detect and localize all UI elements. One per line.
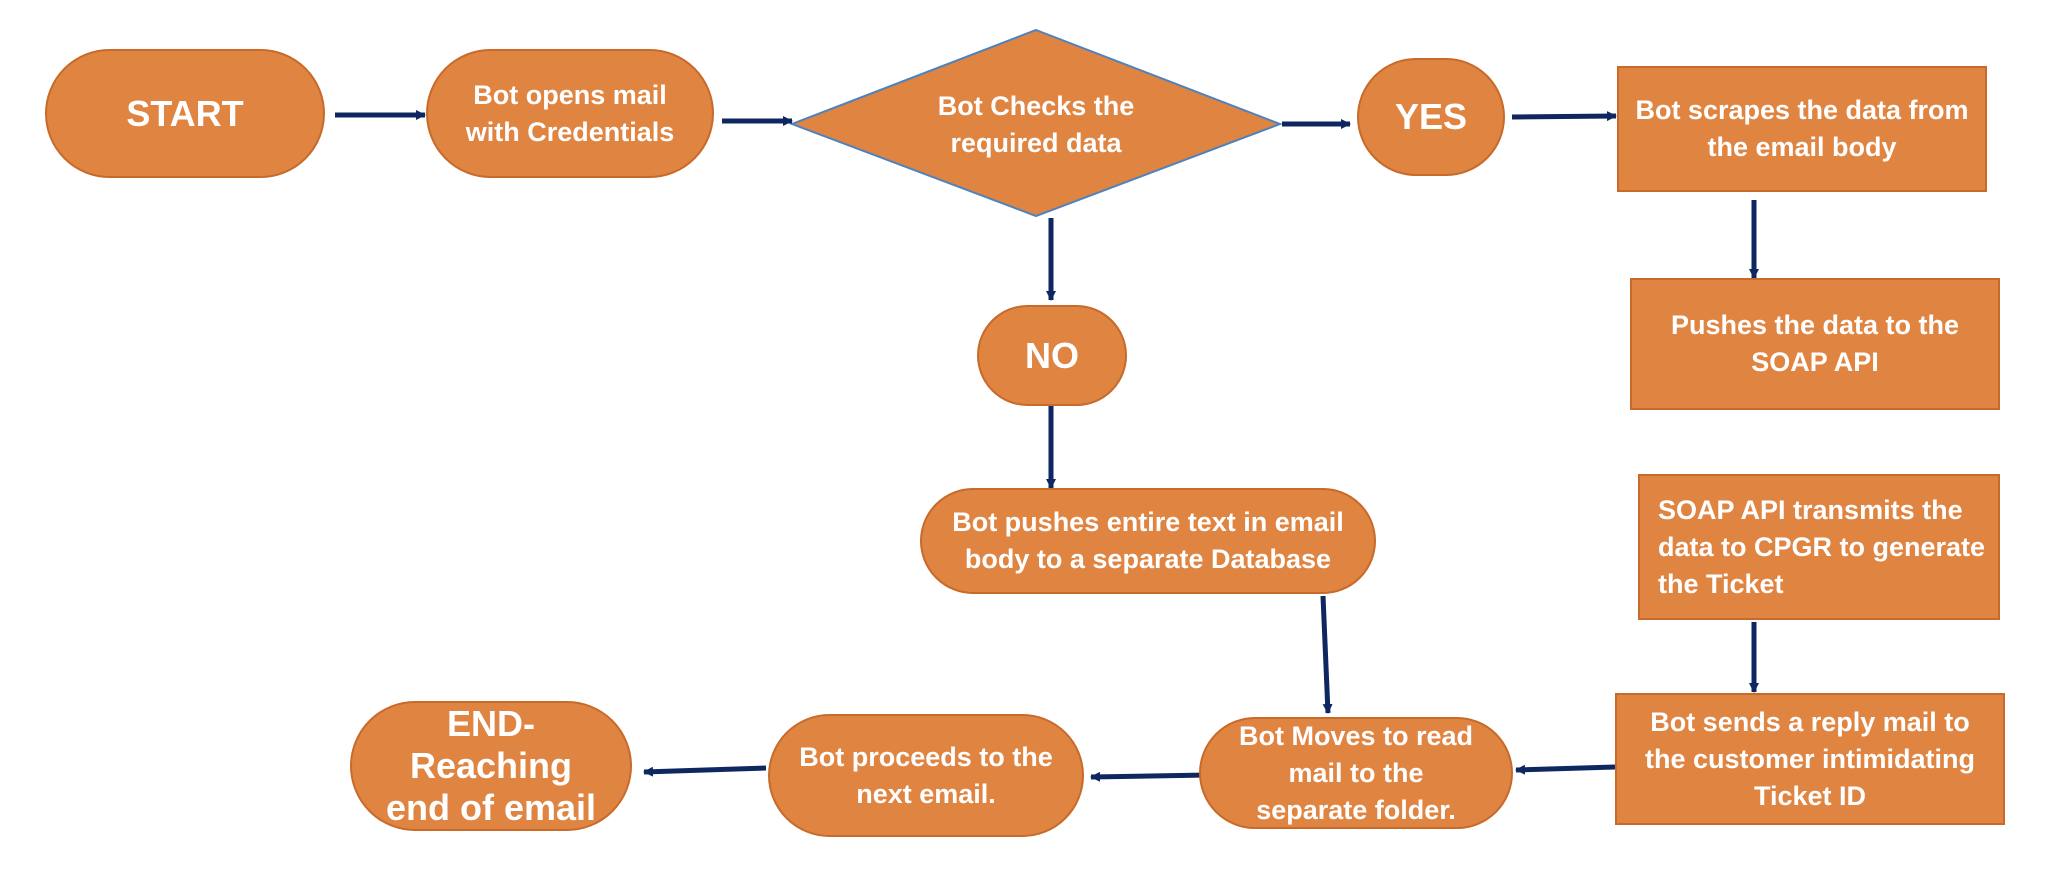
node-next-email: Bot proceeds to the next email. [768,714,1084,837]
edge-push-db-to-move-mail [1320,595,1333,714]
node-move-mail: Bot Moves to read mail to the separate f… [1199,717,1513,829]
node-end: END- Reaching end of email [350,701,632,831]
edge-yes-to-scrape [1511,111,1617,122]
node-no-label: NO [1025,334,1079,376]
node-soap-transmit-label: SOAP API transmits the data to CPGR to g… [1658,494,1986,599]
node-soap-transmit: SOAP API transmits the data to CPGR to g… [1638,474,2000,620]
node-yes: YES [1357,58,1505,176]
node-move-mail-label: Bot Moves to read mail to the separate f… [1238,720,1474,825]
edge-next-email-to-end [643,765,767,777]
node-scrape: Bot scrapes the data from the email body [1617,66,1987,192]
node-next-email-label: Bot proceeds to the next email. [799,741,1053,809]
node-check-label-box: Bot Checks the required data [880,80,1192,170]
node-start: START [45,49,325,178]
node-end-label: END- Reaching end of email [385,703,597,828]
edge-reply-to-move-mail [1515,764,1616,775]
decision-diamond-shape [789,28,1283,218]
node-yes-label: YES [1394,96,1468,137]
node-no: NO [977,305,1127,406]
node-push-api: Pushes the data to the SOAP API [1630,278,2000,410]
node-reply-mail-label: Bot sends a reply mail to the customer i… [1644,706,1976,811]
node-check-label: Bot Checks the required data [937,91,1135,158]
node-open-mail-label: Bot opens mail with Credentials [465,79,675,147]
node-start-label: START [126,92,244,134]
node-push-db-label: Bot pushes entire text in email body to … [952,507,1344,574]
node-reply-mail: Bot sends a reply mail to the customer i… [1615,693,2005,825]
node-push-api-label: Pushes the data to the SOAP API [1670,310,1960,377]
node-scrape-label: Bot scrapes the data from the email body [1635,95,1969,162]
edge-move-mail-to-next-email [1090,771,1209,782]
node-push-db: Bot pushes entire text in email body to … [920,488,1376,594]
node-open-mail: Bot opens mail with Credentials [426,49,714,178]
